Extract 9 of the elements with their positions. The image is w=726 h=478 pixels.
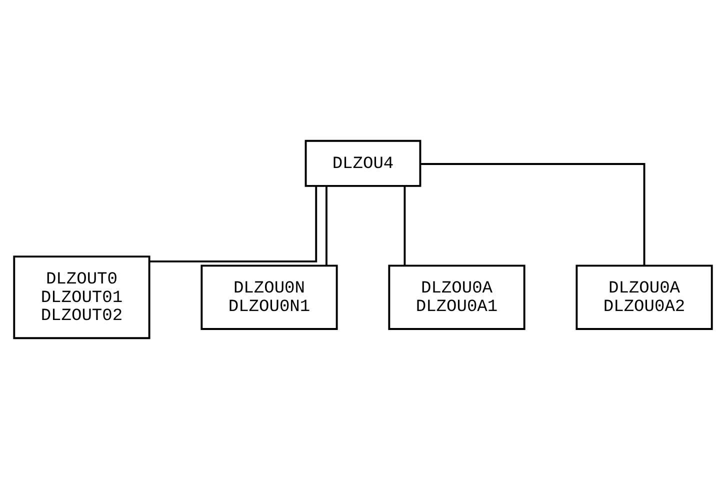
node-box: DLZOU0A DLZOU0A1 — [388, 264, 526, 330]
connector — [150, 186, 318, 262]
connector — [404, 186, 406, 265]
connector — [326, 186, 328, 265]
node-box: DLZOU0A DLZOU0A2 — [576, 264, 713, 330]
connector — [420, 162, 646, 265]
node-box: DLZOU0N DLZOU0N1 — [200, 264, 338, 330]
node-box: DLZOUT0 DLZOUT01 DLZOUT02 — [13, 255, 150, 339]
node-box: DLZOU4 — [304, 139, 422, 186]
